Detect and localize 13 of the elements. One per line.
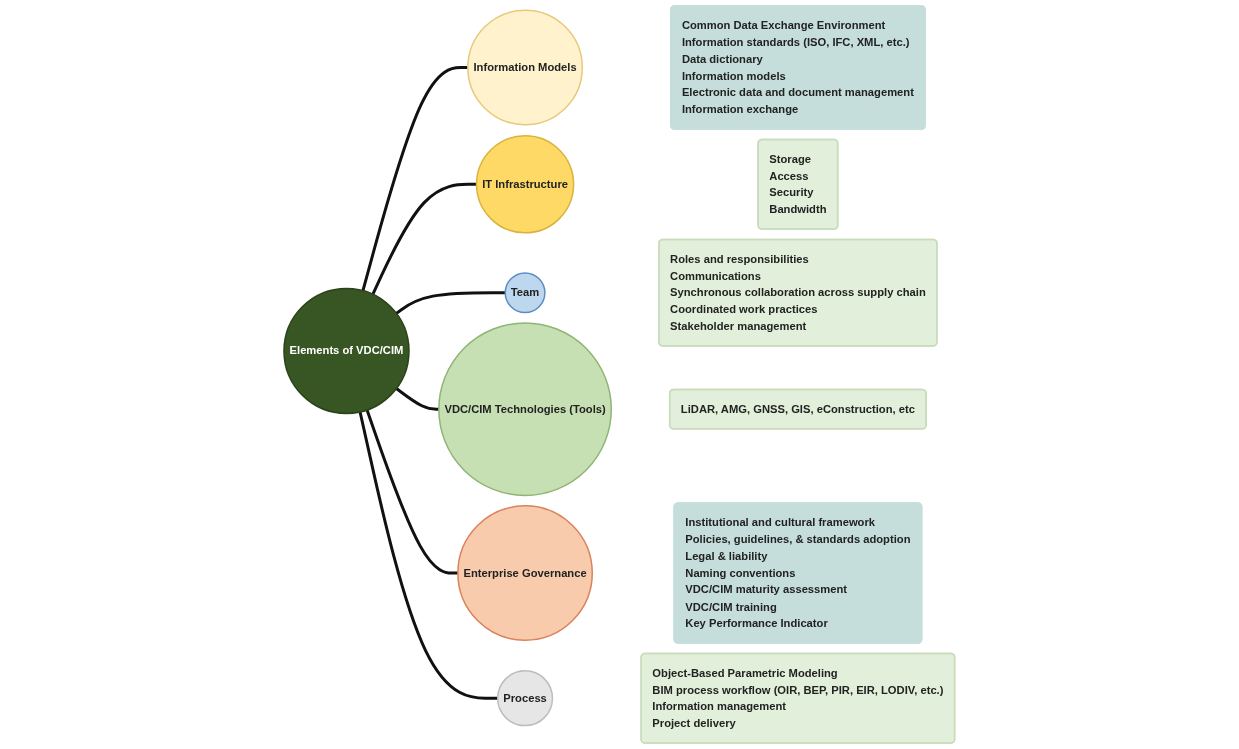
node-circle: Elements of VDC/CIM <box>283 287 410 415</box>
connector <box>361 66 469 292</box>
connector <box>365 409 459 575</box>
node-circle: VDC/CIM Technologies (Tools) <box>438 322 613 497</box>
node-circle: Process <box>497 670 554 727</box>
node-circle: Enterprise Governance <box>457 505 594 641</box>
node-circle: Team <box>504 272 546 314</box>
node-circle: Information Models <box>467 9 584 126</box>
connector <box>358 411 498 700</box>
connector <box>395 291 506 315</box>
connector <box>395 387 440 411</box>
node-circle: IT Infrastructure <box>476 135 575 234</box>
connector <box>371 182 477 295</box>
